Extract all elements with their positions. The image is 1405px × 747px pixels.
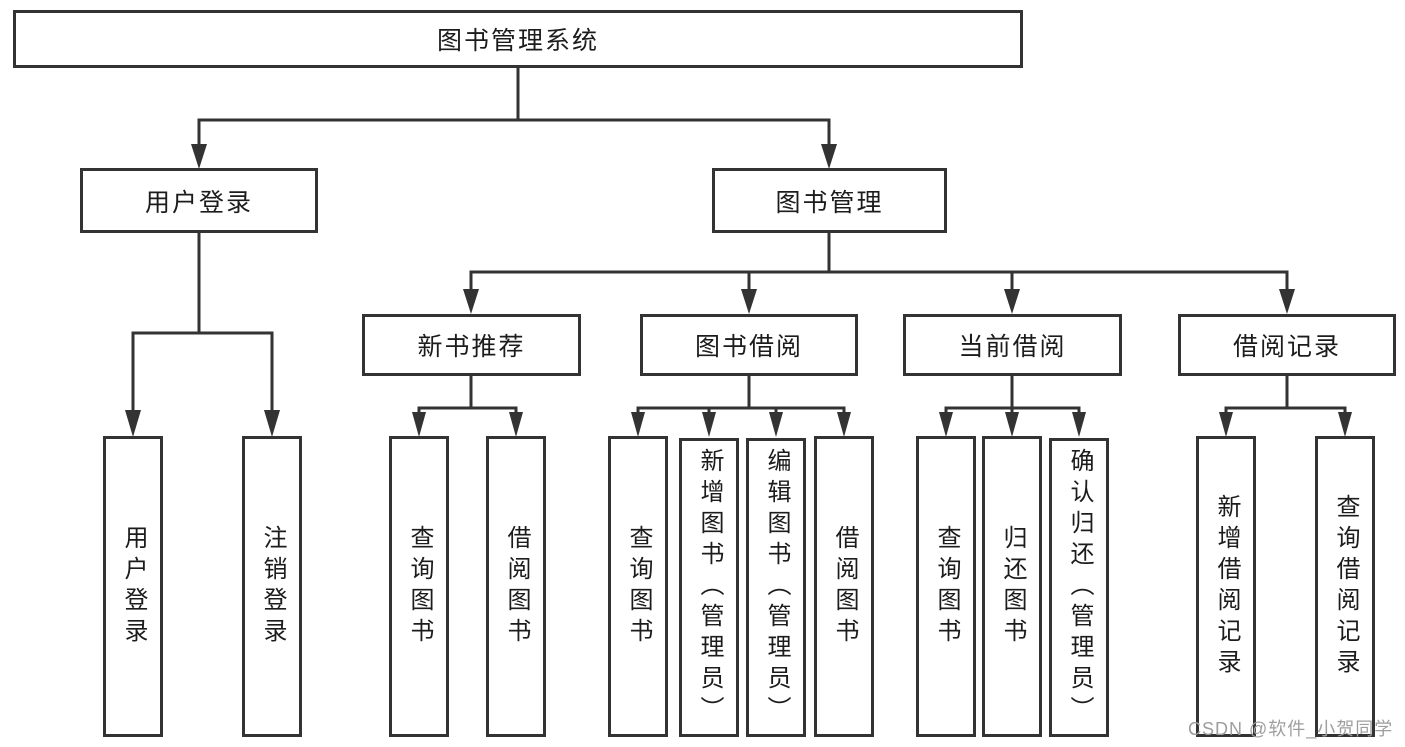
node-user-login: 用户登录 bbox=[80, 168, 318, 233]
leaf-query-books-borrow: 查询图书 bbox=[608, 436, 668, 737]
node-book-management: 图书管理 bbox=[712, 168, 947, 233]
leaf-query-books-borrow-label: 查询图书 bbox=[625, 524, 652, 649]
node-book-management-label: 图书管理 bbox=[775, 188, 884, 217]
leaf-borrow-books: 借阅图书 bbox=[814, 436, 874, 737]
leaf-query-books-current-label: 查询图书 bbox=[933, 524, 960, 649]
leaf-add-borrow-record-label: 新增借阅记录 bbox=[1213, 493, 1240, 680]
leaf-query-borrow-record-label: 查询借阅记录 bbox=[1332, 493, 1359, 680]
node-user-login-label: 用户登录 bbox=[144, 188, 253, 217]
leaf-return-book-label: 归还图书 bbox=[999, 524, 1026, 649]
leaf-edit-book-admin-label: 编辑图书（管理员） bbox=[763, 448, 790, 727]
leaf-query-books-recommend-label: 查询图书 bbox=[406, 524, 433, 649]
leaf-user-login-label: 用户登录 bbox=[120, 524, 147, 649]
leaf-add-book-admin: 新增图书（管理员） bbox=[679, 438, 739, 737]
leaf-borrow-books-recommend-label: 借阅图书 bbox=[503, 524, 530, 649]
leaf-borrow-books-recommend: 借阅图书 bbox=[486, 436, 546, 737]
leaf-borrow-books-label: 借阅图书 bbox=[831, 524, 858, 649]
leaf-query-borrow-record: 查询借阅记录 bbox=[1315, 436, 1375, 737]
node-root: 图书管理系统 bbox=[13, 10, 1023, 68]
leaf-edit-book-admin: 编辑图书（管理员） bbox=[746, 438, 806, 737]
leaf-logout: 注销登录 bbox=[242, 436, 302, 737]
csdn-watermark: CSDN @软件_小贺同学 bbox=[1188, 719, 1394, 739]
node-borrow-records-label: 借阅记录 bbox=[1232, 333, 1341, 361]
node-root-label: 图书管理系统 bbox=[436, 27, 599, 55]
leaf-return-book: 归还图书 bbox=[982, 436, 1042, 737]
leaf-confirm-return-admin-label: 确认归还（管理员） bbox=[1066, 448, 1093, 727]
leaf-add-book-admin-label: 新增图书（管理员） bbox=[696, 448, 723, 727]
node-new-book-recommend: 新书推荐 bbox=[362, 314, 581, 376]
leaf-confirm-return-admin: 确认归还（管理员） bbox=[1049, 438, 1109, 737]
node-book-borrow-label: 图书借阅 bbox=[694, 333, 803, 361]
leaf-logout-label: 注销登录 bbox=[259, 524, 286, 649]
node-borrow-records: 借阅记录 bbox=[1178, 314, 1396, 376]
leaf-query-books-current: 查询图书 bbox=[916, 436, 976, 737]
leaf-query-books-recommend: 查询图书 bbox=[389, 436, 449, 737]
node-current-borrow: 当前借阅 bbox=[903, 314, 1122, 376]
node-current-borrow-label: 当前借阅 bbox=[958, 333, 1067, 361]
node-new-book-recommend-label: 新书推荐 bbox=[417, 333, 526, 361]
leaf-user-login: 用户登录 bbox=[103, 436, 163, 737]
node-book-borrow: 图书借阅 bbox=[640, 314, 858, 376]
leaf-add-borrow-record: 新增借阅记录 bbox=[1196, 436, 1256, 737]
